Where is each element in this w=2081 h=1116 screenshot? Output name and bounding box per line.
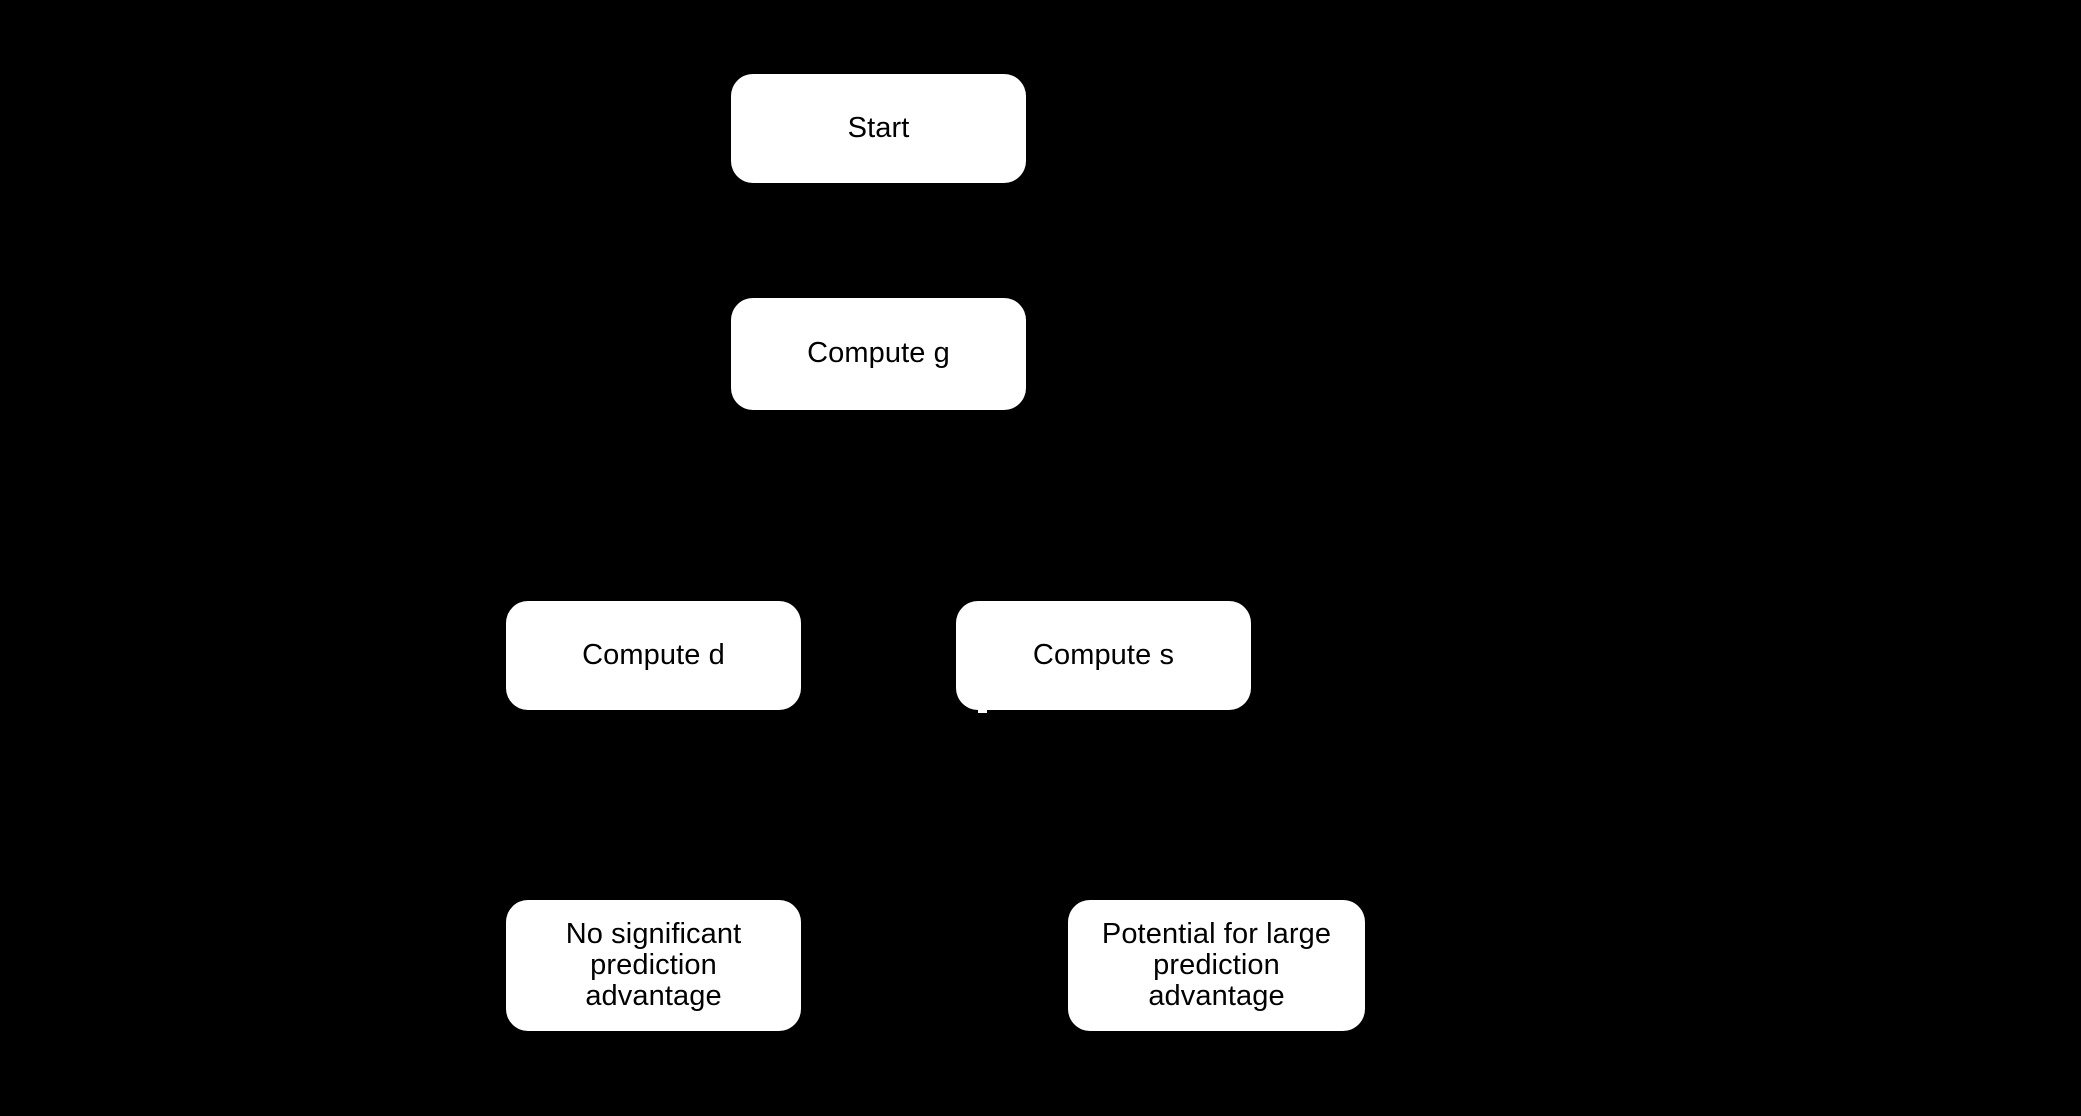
node-start-label: Start	[847, 111, 910, 144]
node-start[interactable]: Start	[731, 74, 1026, 183]
node-outcome-no-advantage-label: No significant prediction advantage	[565, 917, 742, 1013]
node-outcome-large-advantage[interactable]: Potential for large prediction advantage	[1068, 900, 1365, 1031]
node-compute-g[interactable]: Compute g	[731, 298, 1026, 410]
compute-s-edge-notch	[978, 706, 987, 713]
edge-compute-g-to-compute-d	[644, 410, 880, 602]
node-compute-d[interactable]: Compute d	[506, 601, 801, 710]
node-outcome-no-advantage[interactable]: No significant prediction advantage	[506, 900, 801, 1031]
node-compute-d-label: Compute d	[582, 638, 725, 671]
edge-compute-g-to-compute-s	[876, 410, 1112, 602]
node-compute-g-label: Compute g	[807, 337, 950, 370]
node-outcome-large-advantage-label: Potential for large prediction advantage	[1101, 917, 1332, 1013]
node-compute-s-label: Compute s	[1032, 638, 1175, 671]
edge-compute-s-to-outcome-yes	[1101, 710, 1225, 901]
node-compute-s[interactable]: Compute s	[956, 601, 1251, 710]
